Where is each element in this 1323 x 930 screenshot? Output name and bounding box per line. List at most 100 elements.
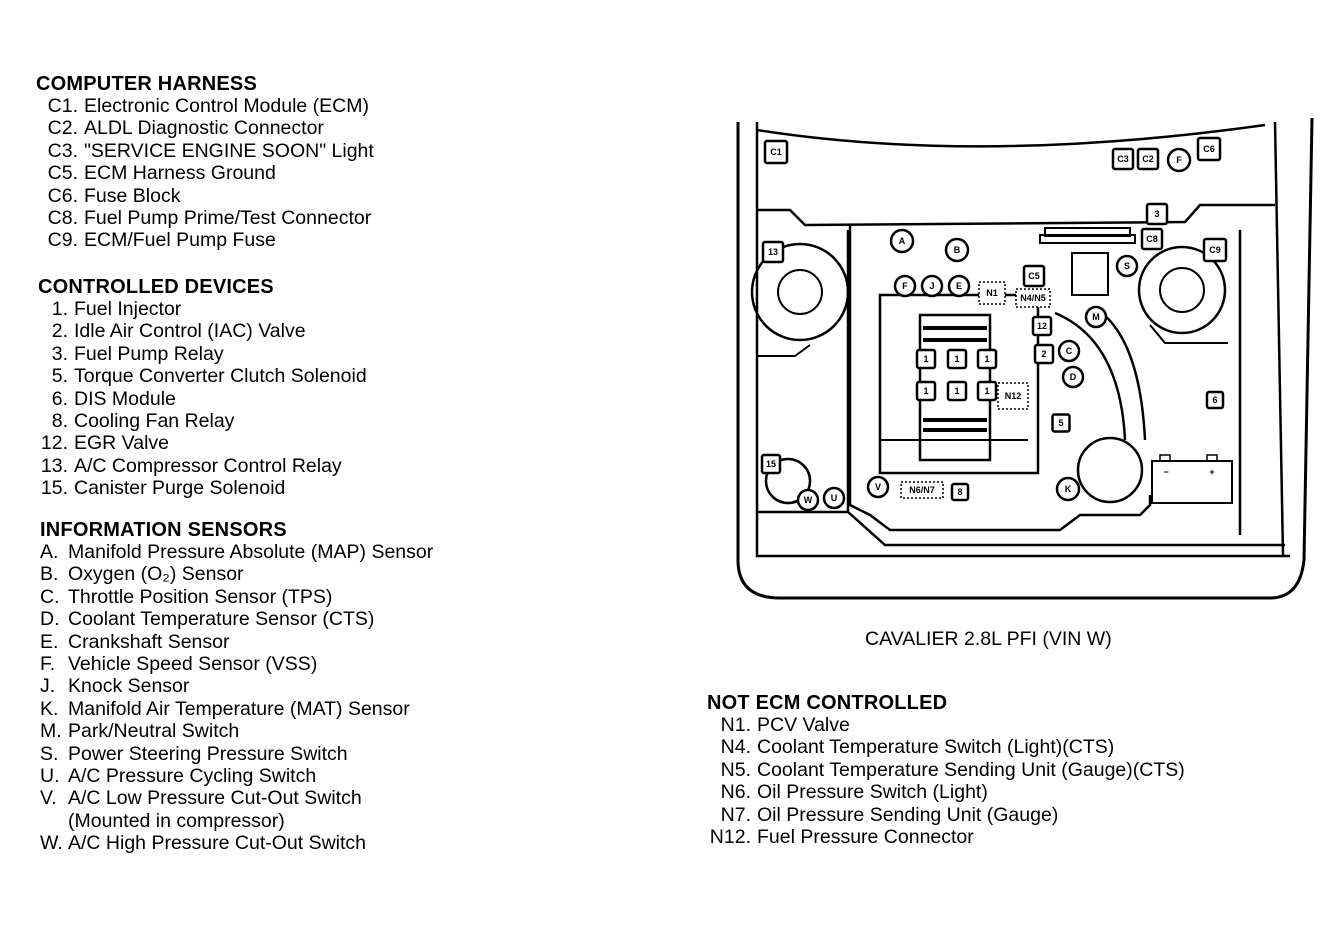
legend-description: Canister Purge Solenoid <box>74 477 286 500</box>
component-label-r15: 15 <box>766 459 776 469</box>
non-ecm-marker-n6n7 <box>900 481 944 499</box>
legend-item: C8.Fuel Pump Prime/Test Connector <box>36 207 374 229</box>
component-marker-c6 <box>1196 136 1222 162</box>
legend-description: Power Steering Pressure Switch <box>68 742 348 765</box>
legend-description: Fuel Injector <box>74 298 182 320</box>
legend-description: ECM/Fuel Pump Fuse <box>84 229 276 252</box>
sensor-label-f_top: F <box>1176 155 1182 165</box>
legend-code: J. <box>40 675 56 698</box>
component-marker-c1 <box>763 139 789 165</box>
sensor-label-b: B <box>954 245 961 255</box>
sensor-label-c: C <box>1066 346 1073 356</box>
legend-code: N12. <box>709 826 751 849</box>
sensor-marker-u <box>822 486 846 510</box>
sensor-marker-f <box>893 274 917 298</box>
legend-code: S. <box>40 742 59 765</box>
legend-item: 3.Fuel Pump Relay <box>38 343 367 365</box>
legend-description: PCV Valve <box>757 714 850 736</box>
legend-code: U. <box>40 765 60 788</box>
component-marker-inj4 <box>915 380 937 402</box>
sensor-marker-a <box>889 228 915 254</box>
battery-positive-label: + <box>1209 467 1214 477</box>
legend-item: C2.ALDL Diagnostic Connector <box>36 117 374 139</box>
strut-tower-right-inner <box>1159 267 1205 313</box>
legend-description: Vehicle Speed Sensor (VSS) <box>68 653 318 676</box>
car-body-outline <box>736 117 1314 600</box>
legend-item: D.Coolant Temperature Sensor (CTS) <box>40 608 433 630</box>
legend-code: C9. <box>47 229 78 252</box>
sensor-label-d: D <box>1070 372 1077 382</box>
legend-code: 12. <box>40 432 68 455</box>
component-label-c9: C9 <box>1209 245 1221 255</box>
legend-item: 5.Torque Converter Clutch Solenoid <box>38 365 367 387</box>
legend-code: N7. <box>720 803 751 826</box>
non-ecm-label-n1: N1 <box>986 288 998 298</box>
component-label-c1: C1 <box>770 147 782 157</box>
legend-item: V.A/C Low Pressure Cut-Out Switch <box>40 787 433 809</box>
legend-description: (Mounted in compressor) <box>68 809 285 832</box>
sensor-label-k: K <box>1065 484 1072 494</box>
sensor-marker-s <box>1115 254 1139 278</box>
legend-description: Manifold Air Temperature (MAT) Sensor <box>68 697 410 720</box>
legend-item: C9. ECM/Fuel Pump Fuse <box>36 229 374 251</box>
sensor-label-v: V <box>875 482 881 492</box>
legend-description: Throttle Position Sensor (TPS) <box>68 585 333 608</box>
legend-item: M.Park/Neutral Switch <box>40 720 433 742</box>
air-duct <box>1054 311 1127 441</box>
legend-item: K. Manifold Air Temperature (MAT) Sensor <box>40 698 433 720</box>
component-label-r13: 13 <box>768 247 778 257</box>
legend-code: 1. <box>51 298 68 320</box>
component-marker-c9 <box>1202 237 1228 263</box>
legend-description: Torque Converter Clutch Solenoid <box>74 365 367 388</box>
strut-tower-left-inner <box>777 269 823 315</box>
legend-item: 13.A/C Compressor Control Relay <box>38 455 367 477</box>
legend-code: 3. <box>51 342 68 365</box>
legend-description: ALDL Diagnostic Connector <box>84 117 324 140</box>
sensor-marker-f_top <box>1166 147 1192 173</box>
legend-item: N7.Oil Pressure Sending Unit (Gauge) <box>707 804 1185 826</box>
legend-description: EGR Valve <box>74 432 170 455</box>
legend-description: "SERVICE ENGINE SOON" Light <box>84 139 374 162</box>
legend-description: Fuel Pressure Connector <box>757 826 974 849</box>
legend-code: D. <box>40 608 60 631</box>
component-marker-r5 <box>1051 413 1071 433</box>
legend-description: Coolant Temperature Sending Unit (Gauge)… <box>757 758 1185 781</box>
legend-item: C5.ECM Harness Ground <box>36 162 374 184</box>
legend-item: 2.Idle Air Control (IAC) Valve <box>38 320 367 342</box>
legend-description: Oil Pressure Switch (Light) <box>757 781 988 804</box>
legend-item: 8.Cooling Fan Relay <box>38 410 367 432</box>
component-marker-c8 <box>1140 227 1164 251</box>
legend-item: C3."SERVICE ENGINE SOON" Light <box>36 140 374 162</box>
legend-item: C1.Electronic Control Module (ECM) <box>36 95 374 117</box>
fender-left <box>755 122 1290 558</box>
component-label-inj6: 1 <box>984 386 989 396</box>
sensor-marker-v <box>866 475 890 499</box>
legend-code: C6. <box>47 184 78 207</box>
air-cleaner <box>1076 436 1144 504</box>
legend-description: Manifold Pressure Absolute (MAP) Sensor <box>68 541 434 563</box>
component-marker-r6 <box>1205 390 1225 410</box>
legend-code: W. <box>40 832 63 855</box>
relay-box <box>1071 252 1109 296</box>
strut-tower-right <box>1137 245 1227 335</box>
legend-description: A/C Pressure Cycling Switch <box>68 765 317 788</box>
battery-negative-label: − <box>1163 467 1168 477</box>
legend-code: B. <box>40 563 59 586</box>
component-marker-r13 <box>761 240 785 264</box>
non-ecm-marker-n1 <box>978 281 1006 305</box>
section-title: COMPUTER HARNESS <box>36 73 257 95</box>
non-ecm-label-n6n7: N6/N7 <box>909 485 935 495</box>
sensor-label-m: M <box>1092 312 1100 322</box>
component-label-inj2: 1 <box>954 354 959 364</box>
radiator-support <box>757 510 1285 547</box>
section-title: CONTROLLED DEVICES <box>38 276 274 298</box>
legend-description: DIS Module <box>74 387 176 410</box>
legend-item: E.Crankshaft Sensor <box>40 631 433 653</box>
legend-description: A/C Compressor Control Relay <box>74 454 342 477</box>
legend-item: N12. Fuel Pressure Connector <box>707 826 1185 848</box>
component-marker-inj1 <box>915 348 937 370</box>
legend-code: K. <box>40 697 59 720</box>
sensor-marker-w <box>796 488 820 512</box>
legend-code: A. <box>40 541 59 563</box>
legend-item: N4.Coolant Temperature Switch (Light)(CT… <box>707 736 1185 758</box>
